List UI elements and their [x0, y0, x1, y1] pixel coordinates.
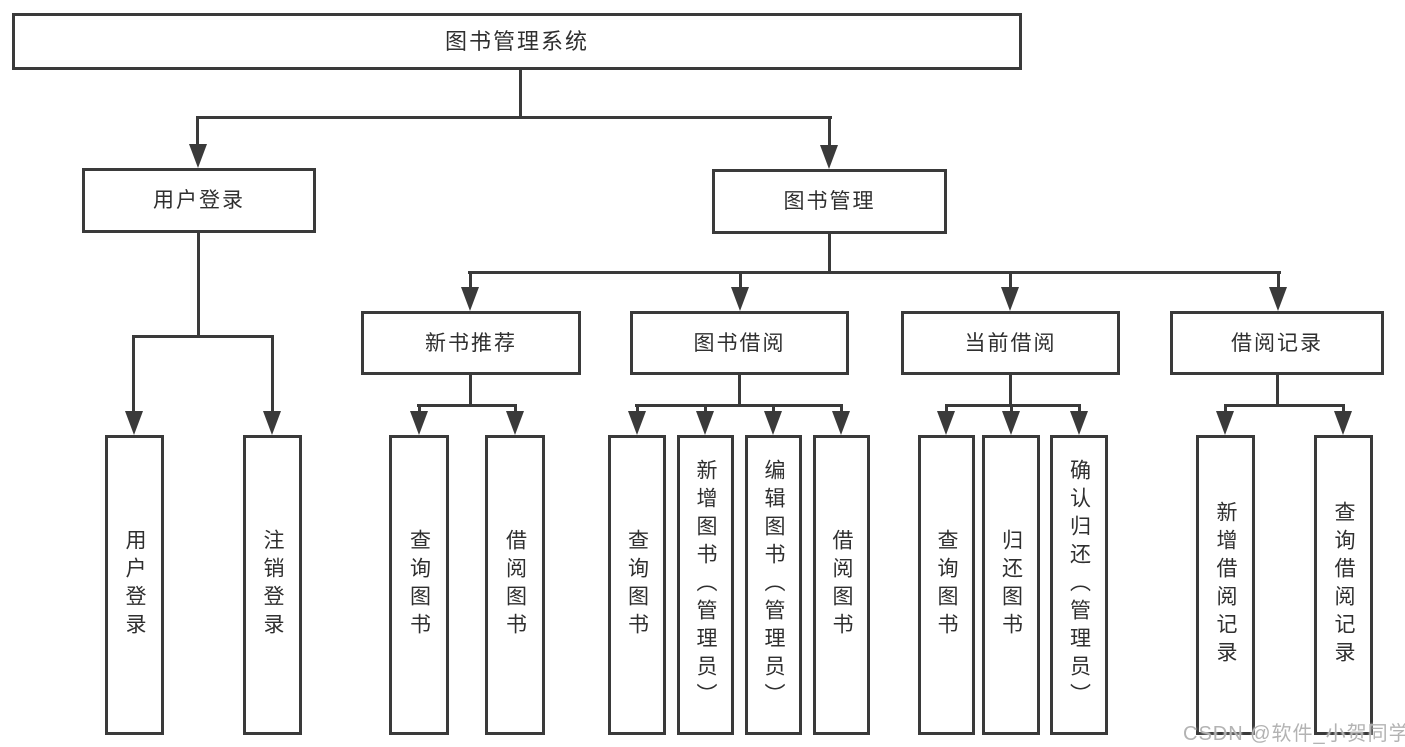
leaf-borrow-books-recommend: 借阅图书 [485, 435, 545, 735]
arrow-into-group3-leaf1 [1334, 411, 1352, 435]
node-current-borrow: 当前借阅 [901, 311, 1120, 375]
connector-group2-leaf2-drop [1078, 404, 1081, 414]
connector-new-book-drop [469, 271, 472, 289]
connector-user-login-stem [197, 233, 200, 336]
connector-user-login-drop [196, 116, 199, 146]
connector-group2-bar [945, 404, 1081, 407]
arrow-into-current-borrow [1001, 287, 1019, 311]
arrow-into-group1-leaf2 [764, 411, 782, 435]
leaf-add-borrow-record: 新增借阅记录 [1196, 435, 1255, 735]
node-new-book-recommend: 新书推荐 [361, 311, 581, 375]
arrow-into-group2-leaf0 [937, 411, 955, 435]
leaf-query-books-borrow: 查询图书 [608, 435, 666, 735]
arrow-into-leaf-login [125, 411, 143, 435]
leaf-return-book: 归还图书 [982, 435, 1040, 735]
connector-group3-leaf0-drop [1224, 404, 1227, 414]
connector-book-management-drop [828, 116, 831, 146]
connector-group3-bar [1224, 404, 1345, 407]
node-root: 图书管理系统 [12, 13, 1022, 70]
leaf-borrow-books: 借阅图书 [813, 435, 870, 735]
leaf-query-borrow-record: 查询借阅记录 [1314, 435, 1373, 735]
connector-group2-leaf1-drop [1010, 404, 1013, 414]
node-borrow-records: 借阅记录 [1170, 311, 1384, 375]
connector-group0-leaf1-drop [514, 404, 517, 414]
connector-group0-stem [469, 373, 472, 407]
connector-group0-leaf0-drop [418, 404, 421, 414]
connector-borrow-records-drop [1277, 271, 1280, 289]
arrow-into-book-borrow [731, 287, 749, 311]
arrow-into-book-management [820, 145, 838, 169]
connector-book-management-stem [828, 234, 831, 274]
connector-group1-bar [635, 404, 843, 407]
arrow-into-group0-leaf0 [410, 411, 428, 435]
node-user-login: 用户登录 [82, 168, 316, 233]
node-book-borrow: 图书借阅 [630, 311, 849, 375]
connector-current-borrow-drop [1009, 271, 1012, 289]
arrow-into-leaf-logout [263, 411, 281, 435]
arrow-into-group2-leaf1 [1002, 411, 1020, 435]
arrow-into-group1-leaf1 [696, 411, 714, 435]
connector-group0-bar [417, 404, 517, 407]
watermark-text: CSDN @软件_小贺同学 [1183, 723, 1405, 745]
arrow-into-borrow-records [1269, 287, 1287, 311]
connector-group2-leaf0-drop [945, 404, 948, 414]
connector-group2-stem [1009, 373, 1012, 407]
connector-root-stem [519, 70, 522, 117]
connector-book-borrow-drop [739, 271, 742, 289]
connector-group3-leaf1-drop [1342, 404, 1345, 414]
connector-leaf-login-drop [132, 335, 135, 413]
arrow-into-group1-leaf0 [628, 411, 646, 435]
leaf-query-books-recommend: 查询图书 [389, 435, 449, 735]
arrow-into-group3-leaf0 [1216, 411, 1234, 435]
arrow-into-group0-leaf1 [506, 411, 524, 435]
connector-level3-bar [468, 271, 1281, 274]
arrow-into-new-book [461, 287, 479, 311]
arrow-into-group1-leaf3 [832, 411, 850, 435]
arrow-into-user-login [189, 144, 207, 168]
connector-group1-leaf0-drop [636, 404, 639, 414]
node-book-management: 图书管理 [712, 169, 947, 234]
leaf-edit-book-admin: 编辑图书（管理员） [745, 435, 802, 735]
connector-level2-bar [196, 116, 832, 119]
connector-group1-leaf3-drop [840, 404, 843, 414]
connector-group3-stem [1276, 373, 1279, 407]
leaf-query-books-current: 查询图书 [918, 435, 975, 735]
connector-group1-leaf2-drop [772, 404, 775, 414]
leaf-user-login: 用户登录 [105, 435, 164, 735]
leaf-add-book-admin: 新增图书（管理员） [677, 435, 734, 735]
connector-group1-stem [738, 373, 741, 407]
arrow-into-group2-leaf2 [1070, 411, 1088, 435]
leaf-logout: 注销登录 [243, 435, 302, 735]
leaf-confirm-return-admin: 确认归还（管理员） [1050, 435, 1108, 735]
connector-leaf-logout-drop [271, 335, 274, 413]
connector-user-login-bar [132, 335, 274, 338]
connector-group1-leaf1-drop [704, 404, 707, 414]
